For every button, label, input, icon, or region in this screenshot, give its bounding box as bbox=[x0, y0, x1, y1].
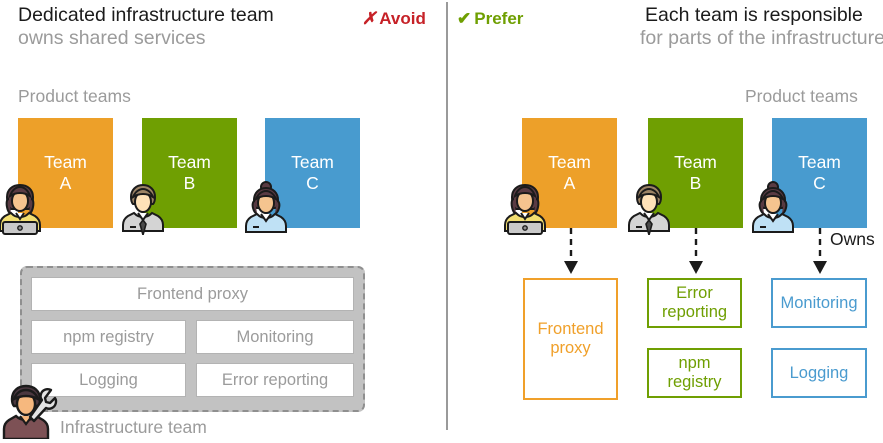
check-icon: ✔ bbox=[457, 9, 472, 28]
right-team-b-line2: B bbox=[689, 173, 702, 193]
left-team-b-line1: Team bbox=[168, 152, 211, 172]
service-box-npm-registry[interactable]: npm registry bbox=[647, 348, 742, 398]
service-monitoring-line1: Monitoring bbox=[780, 293, 858, 312]
right-heading-title: Each team is responsible bbox=[645, 4, 863, 26]
left-team-c-line1: Team bbox=[291, 152, 334, 172]
right-team-a-line2: A bbox=[563, 173, 576, 193]
right-team-a-line1: Team bbox=[548, 152, 591, 172]
avoid-badge: ✗Avoid bbox=[362, 9, 426, 29]
service-box-frontend-proxy[interactable]: Frontend proxy bbox=[523, 278, 618, 400]
infra-service-logging[interactable]: Logging bbox=[31, 363, 186, 397]
person-icon-male-tie-left bbox=[120, 177, 166, 235]
left-team-a-line2: A bbox=[59, 173, 72, 193]
left-heading-title: Dedicated infrastructure team bbox=[18, 4, 274, 26]
service-box-monitoring[interactable]: Monitoring bbox=[771, 278, 867, 328]
service-logging-line1: Logging bbox=[789, 363, 849, 382]
arrow-team-a-to-frontend-proxy bbox=[561, 228, 581, 281]
service-error-reporting-line2: reporting bbox=[661, 303, 728, 321]
person-icon-female-bun-right bbox=[750, 177, 796, 235]
right-product-teams-label: Product teams bbox=[745, 86, 858, 106]
arrow-team-c-to-monitoring bbox=[810, 228, 830, 281]
service-frontend-proxy-line1: Frontend bbox=[537, 320, 604, 338]
person-icon-female-laptop-right bbox=[502, 177, 548, 235]
infrastructure-team-label: Infrastructure team bbox=[60, 417, 207, 437]
infra-service-error-reporting[interactable]: Error reporting bbox=[196, 363, 354, 397]
service-box-error-reporting[interactable]: Error reporting bbox=[647, 278, 742, 328]
right-team-c-box[interactable]: Team C bbox=[772, 118, 867, 228]
service-box-logging[interactable]: Logging bbox=[771, 348, 867, 398]
avoid-badge-label: Avoid bbox=[379, 9, 426, 28]
right-team-b-line1: Team bbox=[674, 152, 717, 172]
infra-service-monitoring[interactable]: Monitoring bbox=[196, 320, 354, 354]
left-team-c-line2: C bbox=[306, 173, 319, 193]
service-npm-registry-line2: registry bbox=[667, 373, 722, 391]
infra-service-npm-registry[interactable]: npm registry bbox=[31, 320, 186, 354]
right-team-c-line2: C bbox=[813, 173, 826, 193]
prefer-badge: ✔Prefer bbox=[457, 9, 523, 29]
service-frontend-proxy-line2: proxy bbox=[550, 339, 591, 357]
left-team-b-box[interactable]: Team B bbox=[142, 118, 237, 228]
left-heading-subtitle: owns shared services bbox=[18, 27, 206, 49]
owns-label: Owns bbox=[830, 229, 875, 249]
left-product-teams-label: Product teams bbox=[18, 86, 131, 106]
right-team-c-line1: Team bbox=[798, 152, 841, 172]
prefer-badge-label: Prefer bbox=[474, 9, 524, 28]
left-team-a-line1: Team bbox=[44, 152, 87, 172]
service-error-reporting-line1: Error bbox=[676, 284, 713, 302]
cross-icon: ✗ bbox=[362, 9, 377, 28]
infra-service-frontend-proxy[interactable]: Frontend proxy bbox=[31, 277, 354, 311]
service-npm-registry-line1: npm bbox=[678, 354, 711, 372]
person-icon-infra-engineer bbox=[0, 377, 60, 439]
right-team-b-box[interactable]: Team B bbox=[648, 118, 743, 228]
arrow-team-b-to-error-reporting bbox=[686, 228, 706, 281]
person-icon-male-tie-right bbox=[626, 177, 672, 235]
left-team-b-line2: B bbox=[183, 173, 196, 193]
panel-divider bbox=[446, 2, 448, 430]
person-icon-female-bun-left bbox=[243, 177, 289, 235]
person-icon-female-laptop-left bbox=[0, 177, 43, 235]
left-team-c-box[interactable]: Team C bbox=[265, 118, 360, 228]
left-team-a-box[interactable]: Team A bbox=[18, 118, 113, 228]
right-heading-subtitle: for parts of the infrastructure bbox=[640, 27, 883, 49]
